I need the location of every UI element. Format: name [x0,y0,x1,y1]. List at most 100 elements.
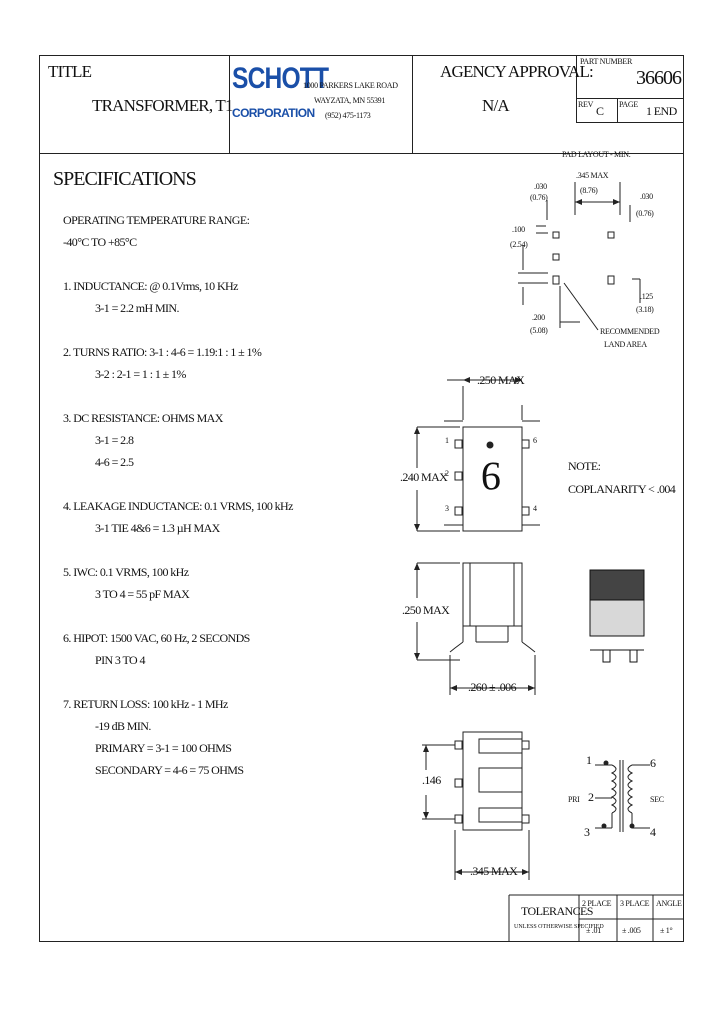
drawing-border [39,55,684,942]
pin [454,506,463,516]
company-logo-subtitle: CORPORATION [232,106,315,120]
pad-dim-030: .030 [534,182,547,191]
tolerances-subtitle: UNLESS OTHERWISE SPECIFIED [514,924,604,930]
pad [552,275,560,285]
hipot-label: 6. HIPOT: 1500 VAC, 60 Hz, 2 SECONDS [63,631,250,645]
pin1-marker-dot [486,441,494,449]
dc-resistance-value-2: 4-6 = 2.5 [95,455,134,469]
pin [521,506,530,516]
top-view-pin-4: 4 [533,504,537,513]
pad-dim-030-mm: (0.76) [530,193,548,202]
bottom-view-width-label: .345 MAX [470,864,518,878]
pin [454,740,463,750]
pad [552,231,560,239]
inductance-label: 1. INDUCTANCE: @ 0.1Vrms, 10 KHz [63,279,238,293]
top-view-marking: 9 [481,454,501,499]
dc-resistance-label: 3. DC RESISTANCE: OHMS MAX [63,411,223,425]
schematic-pin-1: 1 [586,753,592,767]
bottom-view-drawing [422,731,530,880]
turns-ratio-label: 2. TURNS RATIO: 3-1 : 4-6 = 1.19:1 : 1 ±… [63,345,262,359]
leakage-value: 3-1 TIE 4&6 = 1.3 µH MAX [95,521,220,535]
title-block-bottom-rule [39,153,684,154]
top-view-pin-2: 2 [445,469,449,478]
top-view-pin-6: 6 [533,436,537,445]
page-value: 1 END [646,104,677,118]
primary-impedance: PRIMARY = 3-1 = 100 OHMS [95,741,232,755]
tolerance-2place-value: ± .01 [586,926,601,935]
pin [521,814,530,824]
dc-resistance-value-1: 3-1 = 2.8 [95,433,134,447]
side-view-height-label: .250 MAX [402,603,450,617]
schematic-pin-4: 4 [650,825,656,839]
turns-ratio-value: 3-2 : 2-1 = 1 : 1 ± 1% [95,367,186,381]
part-number-label: PART NUMBER [580,57,633,66]
package-render [589,569,645,663]
phase-dot [629,823,635,829]
pad-dim-200: .200 [532,313,545,322]
pin [454,439,463,449]
schematic-drawing [595,760,650,832]
tolerance-3place-head: 3 PLACE [620,899,650,908]
bottom-view-pitch-label: .146 [422,773,441,787]
top-view-width-label: .250 MAX [477,373,525,387]
bottom-view-body [462,731,523,831]
land-area-note-2: LAND AREA [604,340,647,349]
rev-label: REV [578,100,594,109]
schematic-secondary-label: SEC [650,795,664,804]
land-area-note-1: RECOMMENDED [600,327,660,336]
note-label: NOTE: [568,459,601,473]
pin [521,439,530,449]
part-number-value: 36606 [636,67,682,89]
company-logo: SCHOTT [232,62,329,95]
pad [607,275,615,285]
pad-dim-200-mm: (5.08) [530,326,548,335]
top-view-body [462,426,523,532]
pin [454,471,463,481]
title-divider-1 [229,55,230,153]
op-temp-value: -40°C TO +85°C [63,235,137,249]
top-view-pin-1: 1 [445,436,449,445]
leakage-label: 4. LEAKAGE INDUCTANCE: 0.1 VRMS, 100 kHz [63,499,293,513]
schematic-pin-6: 6 [650,756,656,770]
phase-dot [603,760,609,766]
page-label: PAGE [619,100,638,109]
tolerance-table [508,894,684,942]
hipot-value: PIN 3 TO 4 [95,653,146,667]
inductance-value: 3-1 = 2.2 mH MIN. [95,301,180,315]
title-divider-3 [576,55,577,122]
pad-layout-title: PAD LAYOUT - MIN. [562,150,631,159]
pad [607,231,615,239]
tolerance-3place-value: ± .005 [622,926,641,935]
pad-dim-345: .345 MAX [576,171,609,180]
schematic-pin-2: 2 [588,790,594,804]
note-coplanarity: COPLANARITY < .004 [568,482,676,496]
top-view-height-label: .240 MAX [400,470,448,484]
address-line-1: 1000 PARKERS LAKE ROAD [303,81,398,90]
pad [552,253,560,261]
pad-dim-100-mm: (2.54) [510,240,528,249]
pin [454,814,463,824]
pad-dim-125-mm: (3.18) [636,305,654,314]
agency-approval-value: N/A [482,96,510,115]
part-number-rule [576,98,684,99]
rev-divider [617,98,618,122]
side-view-width-label: .260 ± .006 [468,680,517,694]
rev-value: C [596,104,604,118]
tolerances-label: TOLERANCES [521,904,593,918]
top-view-drawing [416,379,540,532]
title-label: TITLE [48,62,92,81]
side-view-drawing [416,562,536,695]
secondary-impedance: SECONDARY = 4-6 = 75 OHMS [95,763,244,777]
schematic-pin-3: 3 [584,825,590,839]
tolerance-angle-head: ANGLE [656,899,682,908]
iwc-label: 5. IWC: 0.1 VRMS, 100 kHz [63,565,189,579]
pad-dim-100: .100 [512,225,525,234]
title-divider-2 [412,55,413,153]
schematic-primary-label: PRI [568,795,580,804]
pad-dim-125: .125 [640,292,653,301]
tolerance-angle-value: ± 1° [660,926,673,935]
pad-dim-345-mm: (8.76) [580,186,598,195]
pad-dim-030b-mm: (0.76) [636,209,654,218]
title-value: TRANSFORMER, T1 [92,96,234,115]
